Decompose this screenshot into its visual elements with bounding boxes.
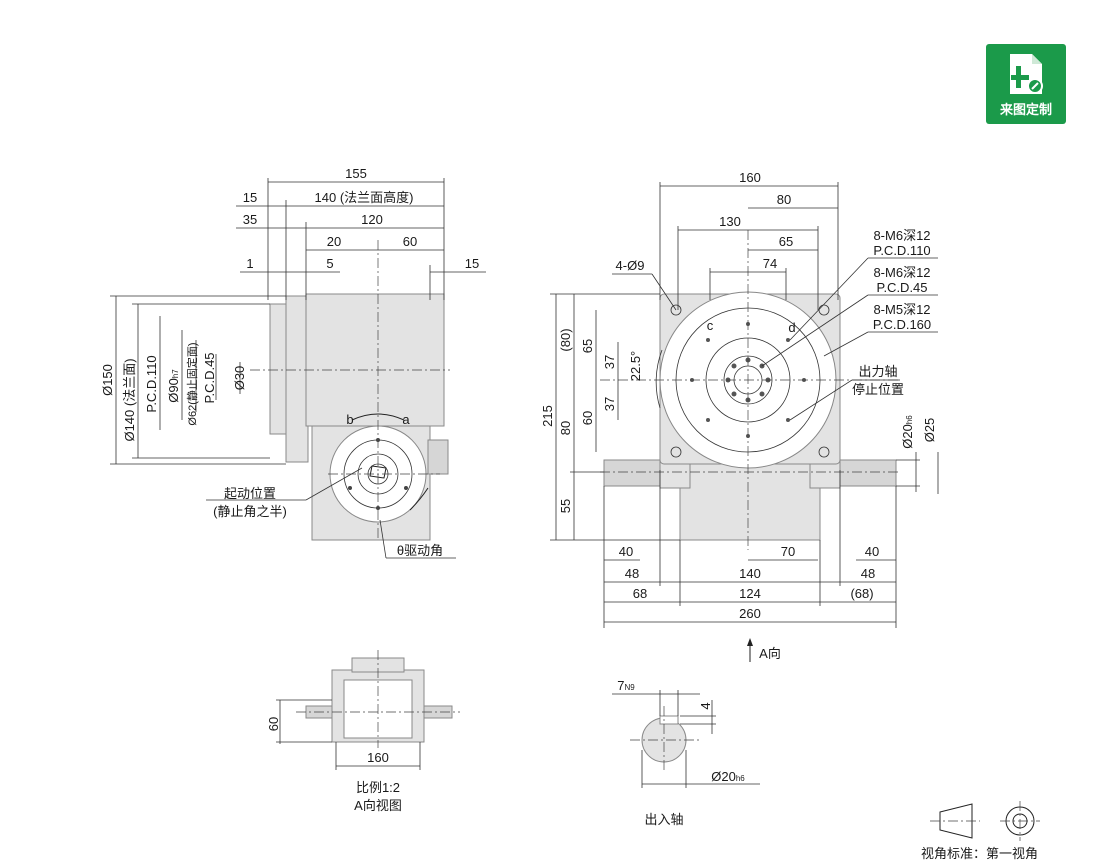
callout-pcd160: P.C.D.160 xyxy=(873,317,931,332)
dim-40-right: 40 xyxy=(865,544,879,559)
dim-dia140: Ø140 (法兰面) xyxy=(122,358,137,441)
dim-dia20: Ø20h6 xyxy=(900,415,915,449)
shaft-caption: 出入轴 xyxy=(644,812,683,827)
dim-124: 124 xyxy=(739,586,761,601)
dim-pcd110: P.C.D.110 xyxy=(144,355,159,412)
shaft-diameter: Ø20h6 xyxy=(711,769,745,784)
callout-m5: 8-M5深12 xyxy=(873,302,930,317)
dim-1: 1 xyxy=(246,256,253,271)
first-angle-projection-icon xyxy=(930,801,1040,841)
dim-48-right: 48 xyxy=(861,566,875,581)
dim-68-left: 68 xyxy=(633,586,647,601)
dim-dia150: Ø150 xyxy=(100,364,115,396)
rotation-b: b xyxy=(346,412,353,427)
front-view: 160 80 130 65 74 8-M6深12 P.C.D.110 8-M6深… xyxy=(540,170,939,662)
drive-angle-label: θ驱动角 xyxy=(397,543,443,558)
callout-4-holes: 4-Ø9 xyxy=(616,258,645,273)
dim-60-left: 60 xyxy=(580,411,595,425)
callout-m6-2: 8-M6深12 xyxy=(873,265,930,280)
point-c: c xyxy=(707,318,714,333)
dim-80: 80 xyxy=(777,192,791,207)
point-d: d xyxy=(788,320,795,335)
dim-dia25: Ø25 xyxy=(922,418,937,443)
custom-drawing-badge[interactable]: 来图定制 xyxy=(986,44,1066,124)
dim-140: 140 (法兰面高度) xyxy=(315,190,414,205)
dim-5: 5 xyxy=(326,256,333,271)
document-edit-icon xyxy=(1010,54,1043,94)
dim-15-right: 15 xyxy=(465,256,479,271)
dim-80-paren: (80) xyxy=(558,328,573,351)
shaft-view: 7N9 4 Ø20h6 出入轴 xyxy=(612,678,760,827)
key-width: 7N9 xyxy=(617,678,635,693)
dim-dia62: Ø62(静止固定面) xyxy=(185,342,199,425)
output-shaft-label: 出力轴 xyxy=(858,364,897,379)
dim-68-right: (68) xyxy=(850,586,873,601)
angle-22-5: 22.5° xyxy=(628,351,643,382)
dim-260: 260 xyxy=(739,606,761,621)
view-a-label: A向 xyxy=(759,646,781,661)
dim-35: 35 xyxy=(243,212,257,227)
dim-74: 74 xyxy=(763,256,777,271)
dim-130: 130 xyxy=(719,214,741,229)
stop-position-label: 停止位置 xyxy=(852,382,904,397)
dim-60-a: 60 xyxy=(266,717,281,731)
dim-15: 15 xyxy=(243,190,257,205)
start-position-label: 起动位置 xyxy=(224,486,276,501)
a-view-scale: 比例1:2 xyxy=(356,780,400,795)
side-view: 155 15 140 (法兰面高度) 35 120 20 60 1 5 15 Ø… xyxy=(100,166,486,559)
callout-m6-1: 8-M6深12 xyxy=(873,228,930,243)
dim-160-a: 160 xyxy=(367,750,389,765)
dim-48-left: 48 xyxy=(625,566,639,581)
badge-label: 来图定制 xyxy=(999,103,1052,118)
dim-37-top: 37 xyxy=(602,355,617,369)
a-view-title: A向视图 xyxy=(354,798,402,813)
callout-pcd45: P.C.D.45 xyxy=(876,280,927,295)
dim-37-bottom: 37 xyxy=(602,397,617,411)
dim-40-left: 40 xyxy=(619,544,633,559)
dim-120: 120 xyxy=(361,212,383,227)
key-depth: 4 xyxy=(698,702,713,709)
dim-65-left: 65 xyxy=(580,339,595,353)
dim-20: 20 xyxy=(327,234,341,249)
dim-dia30: Ø30 xyxy=(232,366,247,391)
dim-155: 155 xyxy=(345,166,367,181)
callout-pcd110: P.C.D.110 xyxy=(873,243,930,258)
dim-140-bottom: 140 xyxy=(739,566,761,581)
dim-70: 70 xyxy=(781,544,795,559)
dim-55: 55 xyxy=(558,499,573,513)
rotation-a: a xyxy=(402,412,410,427)
dim-160: 160 xyxy=(739,170,761,185)
dim-pcd45: P.C.D.45 xyxy=(202,352,217,403)
a-view: 60 160 比例1:2 A向视图 xyxy=(266,650,460,813)
projection-caption: 视角标准：第一视角 xyxy=(921,846,1038,861)
dim-dia90: Ø90h7 xyxy=(166,369,181,403)
dim-60: 60 xyxy=(403,234,417,249)
dim-215: 215 xyxy=(540,405,555,427)
dim-65: 65 xyxy=(779,234,793,249)
start-position-sub: (静止角之半) xyxy=(213,504,287,519)
dim-80-left: 80 xyxy=(558,421,573,435)
